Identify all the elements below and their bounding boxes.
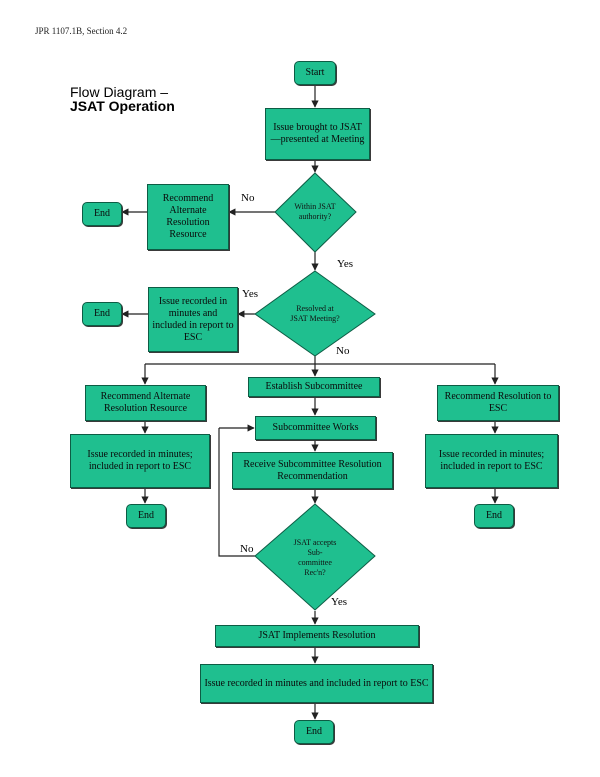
diagram-subtitle: JSAT Operation [70, 98, 175, 114]
line-accepts-no-loop [218, 428, 255, 557]
issue-brought-box: Issue brought to JSAT—presented at Meeti… [265, 108, 370, 160]
end-mid-node: End [82, 302, 122, 326]
end-left-node: End [126, 504, 166, 528]
label-yes-resolved: Yes [242, 288, 259, 300]
recommend-alternate-left-box: Recommend Alternate Resolution Resource [85, 385, 206, 421]
label-no-resolved: No [336, 345, 350, 357]
recommend-alternate-top-box: Recommend Alternate Resolution Resource [147, 184, 229, 250]
diagram-title: Flow Diagram – [70, 84, 169, 100]
resolved-meeting-decision [254, 270, 376, 357]
issue-recorded-bottom-box: Issue recorded in minutes and included i… [200, 664, 433, 703]
accepts-recommendation-decision [254, 503, 376, 611]
label-yes-within: Yes [337, 258, 354, 270]
within-authority-text: Within JSAT authority? [294, 202, 336, 221]
receive-recommendation-box: Receive Subcommittee Resolution Recommen… [232, 452, 393, 489]
accepts-recommendation-text: JSAT accepts Sub- committee Rec'n? [293, 538, 337, 577]
start-node: Start [294, 61, 336, 85]
label-no-within: No [241, 192, 255, 204]
subcommittee-works-box: Subcommittee Works [255, 416, 376, 440]
issue-recorded-right-box: Issue recorded in minutes; included in r… [425, 434, 558, 488]
resolved-meeting-text: Resolved at JSAT Meeting? [290, 304, 340, 323]
end-top-node: End [82, 202, 122, 226]
recommend-resolution-right-box: Recommend Resolution to ESC [437, 385, 559, 421]
within-authority-decision [274, 172, 357, 253]
end-bottom-node: End [294, 720, 334, 744]
end-right-node: End [474, 504, 514, 528]
issue-recorded-mid-box: Issue recorded in minutes and included i… [148, 287, 238, 352]
implements-resolution-box: JSAT Implements Resolution [215, 625, 419, 647]
issue-recorded-left-box: Issue recorded in minutes; included in r… [70, 434, 210, 488]
label-no-accepts: No [240, 543, 254, 555]
establish-subcommittee-box: Establish Subcommittee [248, 377, 380, 397]
document-header: JPR 1107.1B, Section 4.2 [35, 26, 128, 36]
label-yes-accepts: Yes [331, 596, 348, 608]
